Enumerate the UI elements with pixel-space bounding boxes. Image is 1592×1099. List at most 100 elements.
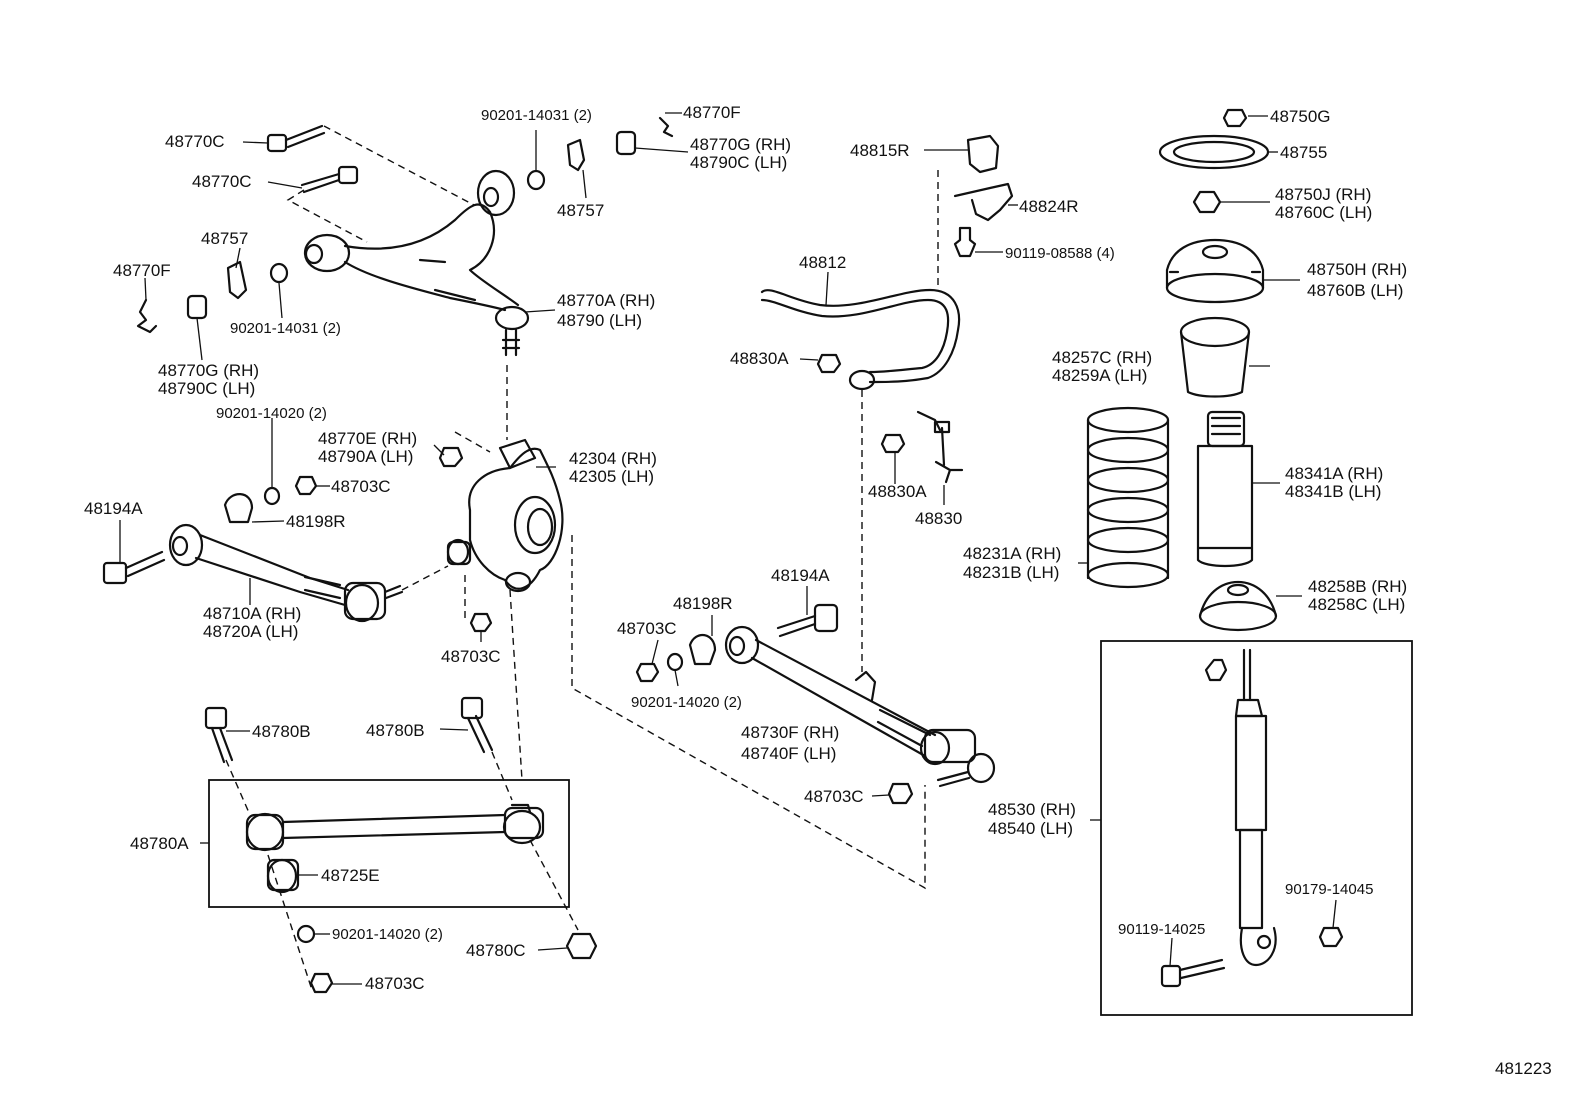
label-48703C-e: 48703C xyxy=(804,787,864,806)
bolt-48194A-a xyxy=(102,550,166,585)
label-48770A: 48770A (RH) xyxy=(557,291,655,310)
nut-48780C xyxy=(565,932,598,960)
lower-arm-48730F-group xyxy=(571,535,996,890)
plate-48757-lower xyxy=(226,260,248,300)
seat-48258B xyxy=(1198,580,1278,632)
label-48770G-a: 48770G (RH) xyxy=(690,135,791,154)
label-90119-08588: 90119-08588 (4) xyxy=(1005,245,1115,262)
label-48540: 48540 (LH) xyxy=(988,819,1073,838)
label-48194A-b: 48194A xyxy=(771,566,830,585)
label-48730F: 48730F (RH) xyxy=(741,723,839,742)
box-48780A xyxy=(208,779,570,908)
label-48790C-b: 48790C (LH) xyxy=(158,379,255,398)
diagram-id: 481223 xyxy=(1495,1059,1552,1078)
label-48703C-c: 48703C xyxy=(365,974,425,993)
nut-48750J xyxy=(1192,190,1222,214)
bushing-48815R xyxy=(966,134,1000,174)
label-48815R: 48815R xyxy=(850,141,910,160)
nut-48703C-b xyxy=(469,612,493,633)
washer-90201-14031-upper xyxy=(526,169,546,191)
clip-48770F-upper xyxy=(658,116,674,138)
label-48760B: 48760B (LH) xyxy=(1307,281,1403,300)
washer-90201-14020-lower xyxy=(296,924,316,944)
label-48341B: 48341B (LH) xyxy=(1285,482,1381,501)
plate-48198R-b xyxy=(688,634,717,666)
arm-48730F xyxy=(724,625,996,788)
label-48830: 48830 xyxy=(915,509,962,528)
label-48725E: 48725E xyxy=(321,866,380,885)
seat-48755 xyxy=(1158,134,1270,170)
steering-knuckle xyxy=(468,438,564,593)
label-48770C-a: 48770C xyxy=(165,132,225,151)
label-48760C: 48760C (LH) xyxy=(1275,203,1372,222)
label-48757-b: 48757 xyxy=(201,229,248,248)
plate-48757-upper xyxy=(566,138,586,172)
label-48770E: 48770E (RH) xyxy=(318,429,417,448)
part-labels: 48770C 48770C 90201-14031 (2) 48770F 487… xyxy=(84,103,1552,1078)
label-48530: 48530 (RH) xyxy=(988,800,1076,819)
label-48703C-b: 48703C xyxy=(441,647,501,666)
label-48750G: 48750G xyxy=(1270,107,1331,126)
upper-control-arm xyxy=(303,169,530,357)
bolt-48780B-left xyxy=(204,706,234,764)
lateral-arm-48710A xyxy=(168,523,404,623)
label-48757-a: 48757 xyxy=(557,201,604,220)
label-48790: 48790 (LH) xyxy=(557,311,642,330)
nut-48703C-d xyxy=(635,662,660,683)
label-48703C-a: 48703C xyxy=(331,477,391,496)
label-48780B-b: 48780B xyxy=(366,721,425,740)
bolt-48194A-b xyxy=(776,603,839,638)
label-48755: 48755 xyxy=(1280,143,1327,162)
mount-48750H xyxy=(1165,238,1265,304)
label-48830A-b: 48830A xyxy=(868,482,927,501)
label-90179-14045: 90179-14045 xyxy=(1285,881,1373,898)
bushing-knuckle-lower xyxy=(446,538,472,566)
label-48780A: 48780A xyxy=(130,834,189,853)
bolt-90119-08588 xyxy=(953,226,977,258)
bolt-48770C-upper xyxy=(266,124,326,153)
upper-control-arm-group xyxy=(136,112,689,440)
label-48258B: 48258B (RH) xyxy=(1308,577,1407,596)
nut-48830A-upper xyxy=(816,353,842,374)
link-48830 xyxy=(916,410,964,484)
box-shock-48530 xyxy=(1100,640,1413,1016)
label-90201-14031-b: 90201-14031 (2) xyxy=(230,320,341,337)
label-48770C-b: 48770C xyxy=(192,172,252,191)
label-48770F-b: 48770F xyxy=(113,261,171,280)
label-48257C: 48257C (RH) xyxy=(1052,348,1152,367)
label-48231A: 48231A (RH) xyxy=(963,544,1061,563)
label-48824R: 48824R xyxy=(1019,197,1079,216)
label-90201-14020-c: 90201-14020 (2) xyxy=(332,926,443,943)
nut-48703C-e xyxy=(887,782,914,805)
nut-48750G xyxy=(1222,108,1248,128)
label-48194A-a: 48194A xyxy=(84,499,143,518)
nut-48830A-lower xyxy=(880,433,906,454)
bolt-48780B-right xyxy=(460,696,494,754)
bushing-48725E xyxy=(266,858,300,894)
label-48770F-a: 48770F xyxy=(683,103,741,122)
label-48770G-b: 48770G (RH) xyxy=(158,361,259,380)
label-48780B-a: 48780B xyxy=(252,722,311,741)
label-48740F: 48740F (LH) xyxy=(741,744,836,763)
nut-48770E xyxy=(438,446,464,468)
stabilizer-bar-group xyxy=(760,134,1018,672)
label-48830A-a: 48830A xyxy=(730,349,789,368)
nut-48703C-c xyxy=(309,972,334,994)
shock-absorber-48530 xyxy=(1204,648,1277,967)
coil-spring-48231A xyxy=(1086,406,1170,589)
label-48198R-a: 48198R xyxy=(286,512,346,531)
plate-48198R-a xyxy=(223,493,254,524)
label-48710A: 48710A (RH) xyxy=(203,604,301,623)
bushing-48770G-upper xyxy=(615,130,637,156)
bracket-48824R xyxy=(953,182,1014,222)
washer-90201-14020-b xyxy=(666,652,684,672)
label-48231B: 48231B (LH) xyxy=(963,563,1059,582)
label-90119-14025: 90119-14025 xyxy=(1118,921,1205,938)
clip-48770F-lower xyxy=(136,298,158,334)
lower-arm-48780A-group xyxy=(200,589,598,994)
label-48198R-b: 48198R xyxy=(673,594,733,613)
label-48750H: 48750H (RH) xyxy=(1307,260,1407,279)
bushing-48770G-lower xyxy=(186,294,208,320)
label-42305: 42305 (LH) xyxy=(569,467,654,486)
